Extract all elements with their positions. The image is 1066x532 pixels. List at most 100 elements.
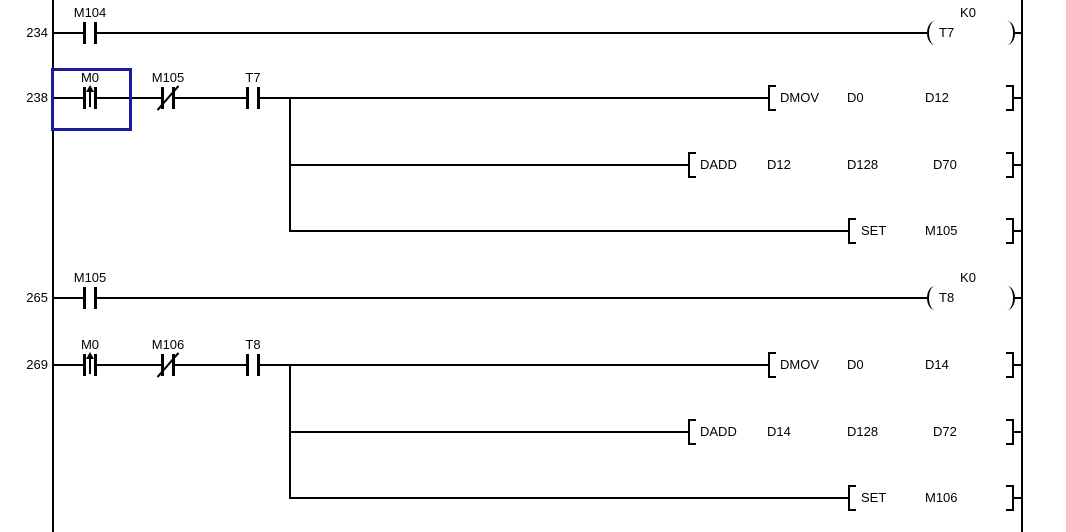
instruction-operand: D12 bbox=[767, 157, 791, 172]
contact-bar-icon bbox=[246, 354, 249, 376]
coil-label: T8 bbox=[939, 290, 955, 305]
contact-bar-icon bbox=[94, 287, 97, 309]
contact-m106-nc[interactable]: M106 bbox=[133, 337, 203, 378]
rung-number: 265 bbox=[26, 290, 48, 305]
wire-segment bbox=[257, 97, 768, 99]
contact-m105[interactable]: M105 bbox=[55, 271, 125, 309]
wire-segment bbox=[1013, 164, 1021, 166]
wire-segment bbox=[1013, 364, 1021, 366]
instruction-operand: M106 bbox=[925, 490, 958, 505]
rising-edge-arrow-icon bbox=[89, 89, 91, 107]
contact-bar-icon bbox=[94, 22, 97, 44]
wire-segment bbox=[289, 497, 848, 499]
instruction-set[interactable]: SET M106 bbox=[848, 485, 1021, 511]
instruction-operand: D128 bbox=[847, 157, 879, 172]
open-bracket-icon bbox=[768, 352, 776, 378]
wire-segment bbox=[54, 364, 86, 366]
contact-label: T7 bbox=[245, 70, 261, 85]
contact-bar-icon bbox=[161, 87, 164, 109]
open-bracket-icon bbox=[688, 152, 696, 178]
rising-edge-arrow-icon bbox=[89, 356, 91, 374]
rung-number: 269 bbox=[26, 357, 48, 372]
instruction-dmov[interactable]: DMOV D0 D14 bbox=[768, 352, 1021, 378]
contact-label: M106 bbox=[151, 337, 185, 352]
instruction-dadd[interactable]: DADD D12 D128 D70 bbox=[688, 152, 1021, 178]
rung-number: 238 bbox=[26, 90, 48, 105]
contact-label: M105 bbox=[73, 270, 107, 285]
wire-segment bbox=[172, 364, 249, 366]
instruction-operand: D12 bbox=[925, 90, 949, 105]
contact-label: T8 bbox=[245, 337, 261, 352]
wire-segment bbox=[94, 364, 164, 366]
instruction-mnemonic: DMOV bbox=[780, 357, 819, 372]
open-bracket-icon bbox=[848, 485, 856, 511]
contact-bar-icon bbox=[246, 87, 249, 109]
contact-bar-icon bbox=[257, 354, 260, 376]
contact-bar-icon bbox=[83, 87, 86, 109]
contact-bar-icon bbox=[257, 87, 260, 109]
wire-segment bbox=[94, 297, 927, 299]
instruction-mnemonic: DADD bbox=[700, 157, 737, 172]
instruction-mnemonic: SET bbox=[861, 490, 887, 505]
contact-bar-icon bbox=[161, 354, 164, 376]
contact-m0-rising[interactable]: M0 bbox=[55, 338, 125, 376]
contact-bar-icon bbox=[94, 354, 97, 376]
wire-segment bbox=[172, 97, 249, 99]
instruction-set[interactable]: SET M105 bbox=[848, 218, 1021, 244]
contact-bar-icon bbox=[172, 87, 175, 109]
contact-label: M0 bbox=[80, 70, 100, 85]
wire-segment bbox=[54, 297, 86, 299]
coil-t8[interactable]: K0 T8 bbox=[927, 271, 1022, 311]
instruction-operand: D72 bbox=[933, 424, 957, 439]
wire-segment bbox=[54, 97, 86, 99]
wire-segment bbox=[1013, 32, 1022, 34]
open-bracket-icon bbox=[768, 85, 776, 111]
coil-label: T7 bbox=[939, 25, 955, 40]
wire-segment bbox=[1013, 297, 1022, 299]
contact-bar-icon bbox=[83, 287, 86, 309]
instruction-mnemonic: DMOV bbox=[780, 90, 819, 105]
wire-segment bbox=[54, 32, 86, 34]
timer-preset: K0 bbox=[960, 5, 976, 20]
coil-t7[interactable]: K0 T7 bbox=[927, 6, 1022, 46]
contact-bar-icon bbox=[83, 354, 86, 376]
wire-segment bbox=[1013, 431, 1021, 433]
timer-preset: K0 bbox=[960, 270, 976, 285]
contact-t8[interactable]: T8 bbox=[218, 338, 288, 376]
wire-segment bbox=[94, 32, 927, 34]
coil-open-paren-icon bbox=[927, 21, 937, 45]
rising-edge-arrowhead-icon bbox=[86, 85, 94, 92]
contact-label: M0 bbox=[80, 337, 100, 352]
instruction-mnemonic: SET bbox=[861, 223, 887, 238]
instruction-dadd[interactable]: DADD D14 D128 D72 bbox=[688, 419, 1021, 445]
instruction-dmov[interactable]: DMOV D0 D12 bbox=[768, 85, 1021, 111]
instruction-operand: D128 bbox=[847, 424, 879, 439]
contact-m104[interactable]: M104 bbox=[55, 6, 125, 44]
contact-label: M104 bbox=[73, 5, 107, 20]
wire-segment bbox=[1013, 97, 1021, 99]
contact-bar-icon bbox=[172, 354, 175, 376]
rising-edge-arrowhead-icon bbox=[86, 352, 94, 359]
contact-m105-nc[interactable]: M105 bbox=[133, 70, 203, 111]
instruction-operand: D0 bbox=[847, 357, 864, 372]
contact-bar-icon bbox=[94, 87, 97, 109]
selection-cursor[interactable] bbox=[51, 68, 132, 131]
instruction-operand: D14 bbox=[767, 424, 791, 439]
instruction-operand: M105 bbox=[925, 223, 958, 238]
instruction-operand: D14 bbox=[925, 357, 949, 372]
rung-number: 234 bbox=[26, 25, 48, 40]
instruction-mnemonic: DADD bbox=[700, 424, 737, 439]
contact-t7[interactable]: T7 bbox=[218, 71, 288, 109]
coil-open-paren-icon bbox=[927, 286, 937, 310]
contact-m0-rising[interactable]: M0 bbox=[55, 71, 125, 109]
wire-segment bbox=[1013, 497, 1021, 499]
contact-bar-icon bbox=[83, 22, 86, 44]
open-bracket-icon bbox=[688, 419, 696, 445]
instruction-operand: D0 bbox=[847, 90, 864, 105]
open-bracket-icon bbox=[848, 218, 856, 244]
right-power-rail bbox=[1021, 0, 1023, 532]
left-power-rail bbox=[52, 0, 54, 532]
contact-label: M105 bbox=[151, 70, 185, 85]
wire-segment bbox=[1013, 230, 1021, 232]
